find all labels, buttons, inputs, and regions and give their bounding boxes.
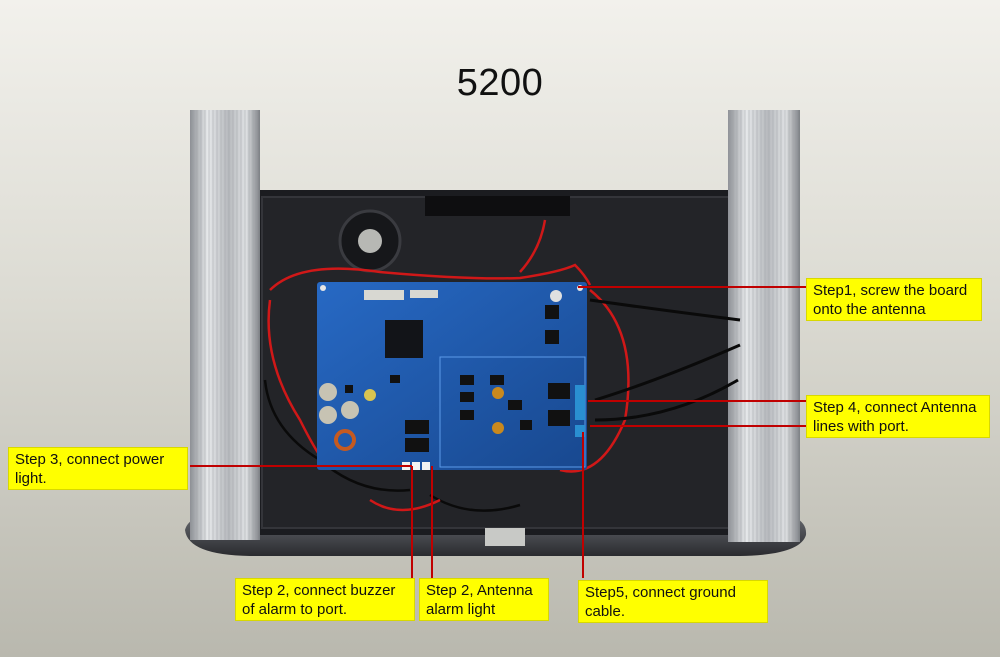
callout-step2-buzzer: Step 2, connect buzzer of alarm to port. — [235, 578, 415, 621]
main-chip — [385, 320, 423, 358]
callout-step4: Step 4, connect Antenna lines with port. — [806, 395, 990, 438]
callout-step5: Step5, connect ground cable. — [578, 580, 768, 623]
callout-step3: Step 3, connect power light. — [8, 447, 188, 490]
callout-step2-light: Step 2, Antenna alarm light — [419, 578, 549, 621]
circuit-board — [317, 282, 587, 470]
callout-step3-text: Step 3, connect power light. — [15, 451, 165, 487]
callout-step4-text: Step 4, connect Antenna lines with port. — [813, 399, 977, 435]
callout-step5-text: Step5, connect ground cable. — [585, 584, 736, 620]
callout-step2-buzzer-text: Step 2, connect buzzer of alarm to port. — [242, 582, 396, 618]
callout-step2-light-text: Step 2, Antenna alarm light — [426, 582, 533, 618]
callout-step1-text: Step1, screw the board onto the antenna — [813, 282, 968, 318]
model-title: 5200 — [456, 62, 544, 104]
callout-step1: Step1, screw the board onto the antenna — [806, 278, 982, 321]
